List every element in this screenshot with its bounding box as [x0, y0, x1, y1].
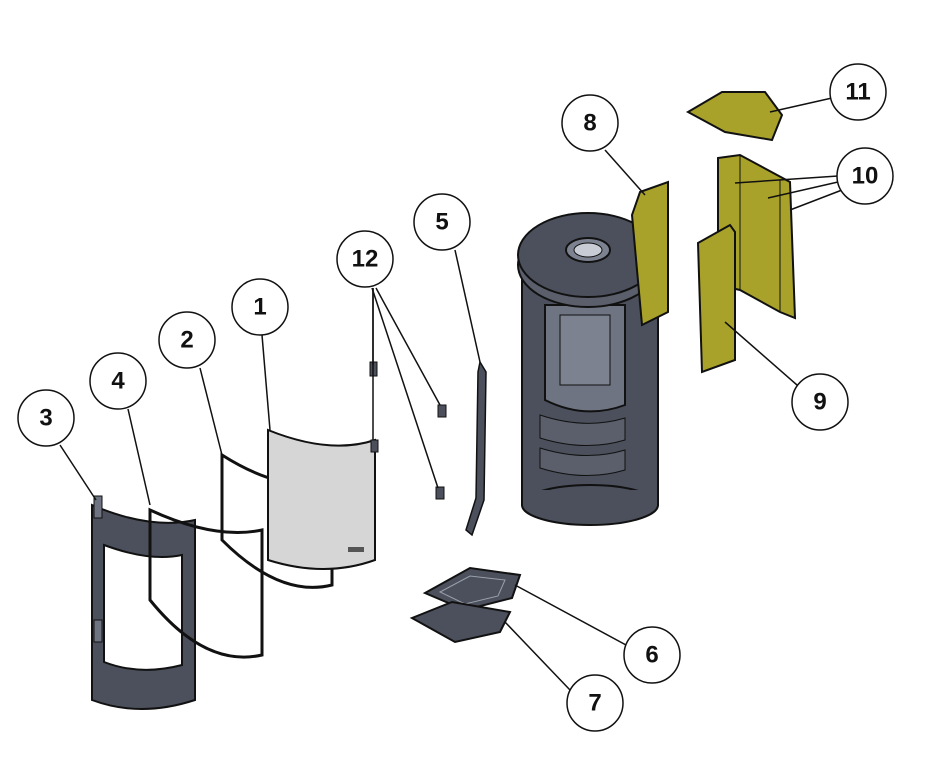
side-liner-9 — [696, 223, 736, 374]
callout-label: 2 — [180, 327, 193, 354]
callout-7: 7 — [566, 674, 624, 732]
callout-label: 10 — [852, 163, 879, 190]
callout-1: 1 — [231, 278, 289, 336]
grate-6 — [422, 566, 522, 612]
callout-label: 4 — [111, 368, 125, 395]
callout-11: 11 — [829, 63, 887, 121]
callout-5: 5 — [413, 193, 471, 251]
callout-10: 10 — [836, 147, 894, 205]
door-handle — [465, 359, 487, 537]
callout-label: 12 — [352, 246, 379, 273]
ash-tray-7 — [409, 600, 512, 644]
callout-12: 12 — [336, 230, 394, 288]
callout-6: 6 — [623, 626, 681, 684]
callout-label: 3 — [39, 405, 52, 432]
callout-label: 5 — [435, 209, 448, 236]
callout-9: 9 — [791, 373, 849, 431]
callout-label: 7 — [588, 690, 601, 717]
glass-panel — [267, 428, 376, 570]
callout-2: 2 — [158, 311, 216, 369]
glass-gasket — [220, 452, 334, 589]
callout-label: 1 — [253, 294, 266, 321]
callout-label: 9 — [813, 389, 826, 416]
stove-body — [517, 212, 659, 526]
callout-label: 8 — [583, 110, 596, 137]
side-liner-8 — [630, 180, 669, 327]
callout-4: 4 — [89, 352, 147, 410]
leader-lines — [59, 97, 843, 691]
top-baffle-11 — [685, 91, 784, 142]
door-gasket — [148, 507, 264, 659]
callout-label: 11 — [845, 79, 870, 106]
callout-3: 3 — [17, 389, 75, 447]
callout-label: 6 — [645, 642, 658, 669]
door-frame — [91, 495, 196, 710]
callout-8: 8 — [561, 94, 619, 152]
